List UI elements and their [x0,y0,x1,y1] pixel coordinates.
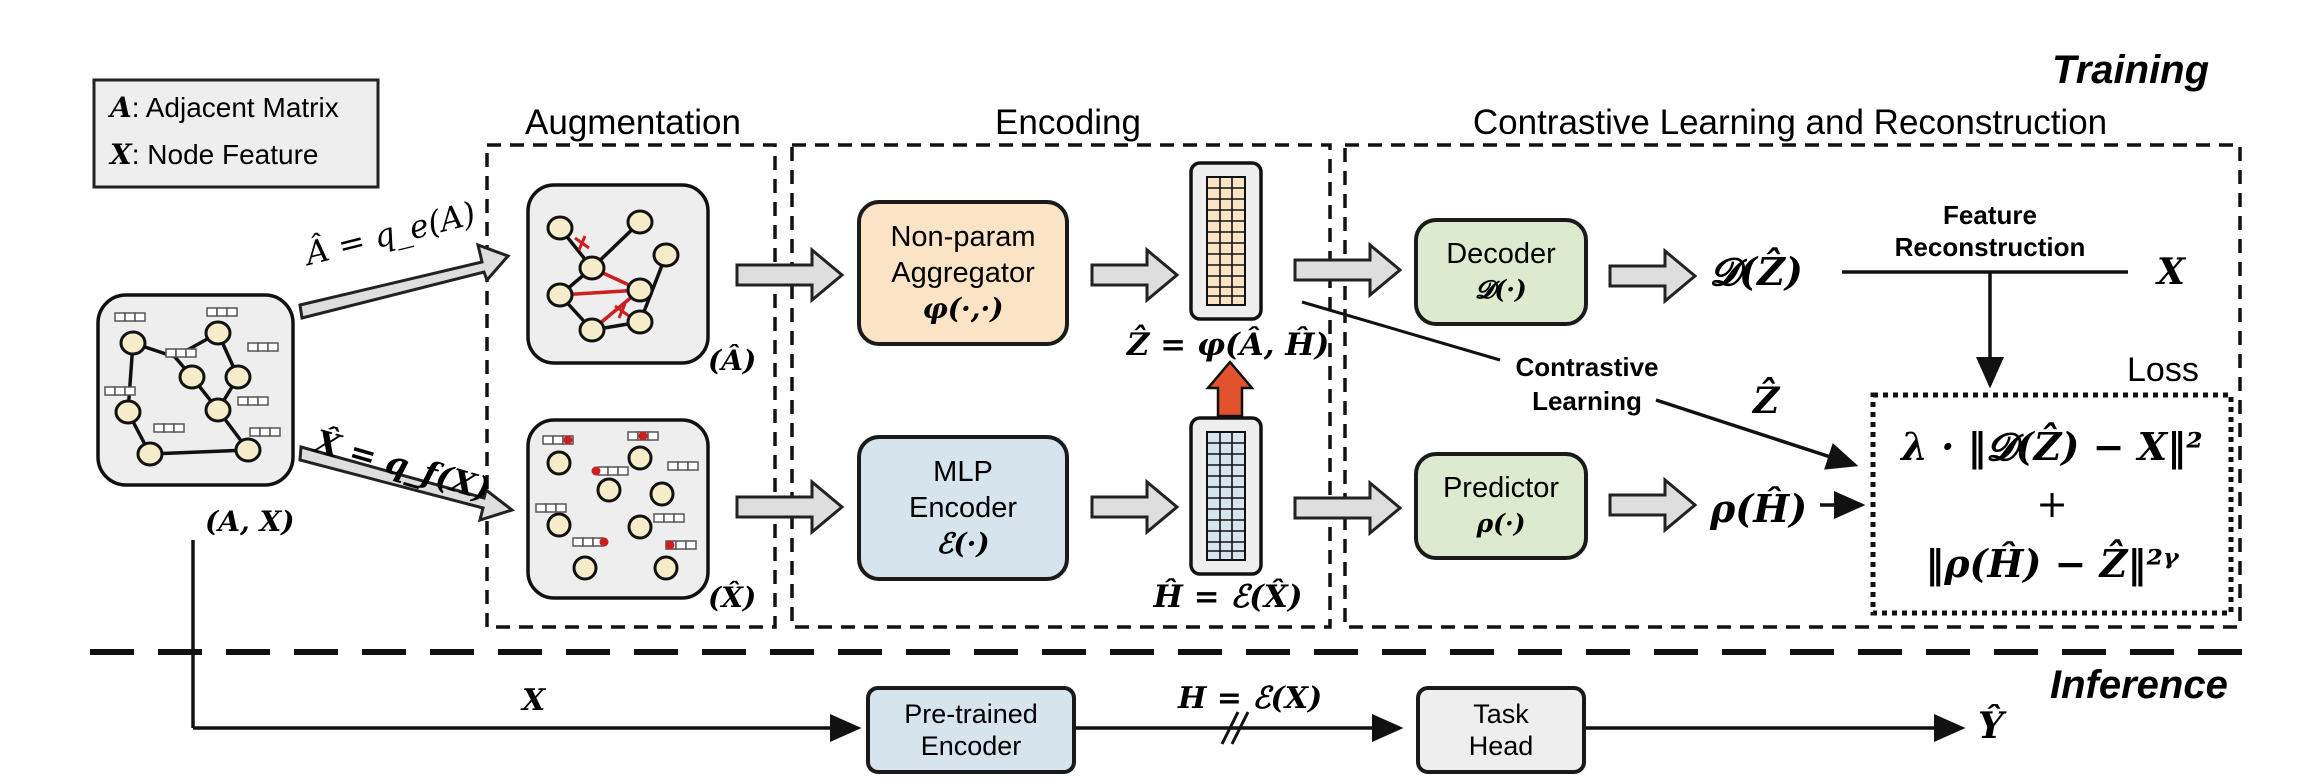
pretrained-encoder-box: Pre-trained Encoder [866,686,1076,774]
aggregator-formula: φ(·,·) [922,292,1004,325]
legend-x: X: Node Feature [110,138,319,171]
encoder-line1: MLP [933,456,993,488]
h-hat-label: Ĥ = ℰ(X̂) [1153,579,1303,615]
slash-mark [1220,711,1250,745]
inference-x-label: X [522,683,546,718]
aggregator-box: Non-param Aggregator φ(·,·) [857,200,1069,346]
augmentation-title: Augmentation [525,103,741,142]
edge-augment-arrow [298,242,511,320]
predictor-box: Predictor ρ(·) [1414,452,1588,560]
aggregator-line2: Aggregator [891,257,1035,289]
z-hat-vector [1189,161,1263,321]
task-head-box: Task Head [1416,686,1586,774]
z-hat-symbol: Ẑ [1753,380,1780,422]
decoder-box: Decoder 𝓓(·) [1414,218,1588,326]
decoder-line1: Decoder [1446,238,1556,270]
mlp-encoder-box: MLP Encoder ℰ(·) [857,435,1069,581]
input-graph-label: (A, X) [205,505,295,538]
graph-x-label: (X̂) [708,581,757,614]
loss-term2: ‖ρ(Ĥ) − Ẑ‖²ᵞ [1925,541,2179,586]
loss-box [1870,392,2234,616]
feature-augment-arrow [298,445,516,523]
graph-a-label: (Â) [708,344,757,377]
contrastive-line-upper [1301,300,1501,362]
legend-box [92,78,380,189]
rho-h-output: ρ(Ĥ) [1710,486,1808,531]
inference-label: Inference [2050,663,2228,707]
decoder-formula: 𝓓(·) [1475,275,1527,304]
d-z-output: 𝓓(Ẑ) [1710,249,1803,294]
contrastive-learning-label: Contrastive Learning [1515,352,1659,416]
augmented-graph-a [526,183,710,365]
loss-title: Loss [2127,351,2199,389]
loss-term1: λ · ‖𝓓(Ẑ) − X‖² [1901,424,2203,469]
predictor-line1: Predictor [1442,472,1560,504]
contrastive-frame [1343,143,2242,629]
aggregator-line1: Non-param [890,221,1036,253]
input-graph [96,293,295,487]
encoding-title: Encoding [995,103,1141,142]
augmented-graph-x [526,418,710,600]
x-target: X [2157,251,2185,293]
y-hat-output: Ŷ [1978,705,2004,747]
block-arrows [735,241,1698,537]
augmentation-frame [485,143,777,629]
predictor-formula: ρ(·) [1476,509,1526,538]
encoder-formula: ℰ(·) [936,527,990,560]
encoding-frame [790,143,1332,629]
contrastive-title: Contrastive Learning and Reconstruction [1472,103,2108,142]
legend-a: A: Adjacent Matrix [110,91,339,124]
feature-reconstruction-label: Feature Reconstruction [1894,200,2086,262]
augmentation-arrows [298,242,516,523]
contrastive-line-lower [1655,398,1859,470]
up-arrow-red [1205,360,1255,418]
h-hat-vector [1189,416,1263,576]
loss-plus: + [2036,482,2068,526]
z-hat-label: Ẑ = φ(Â, Ĥ) [1126,327,1330,363]
encoder-line2: Encoder [908,492,1017,524]
training-label: Training [2052,48,2210,92]
inference-h-label: H = ℰ(X) [1178,681,1323,716]
